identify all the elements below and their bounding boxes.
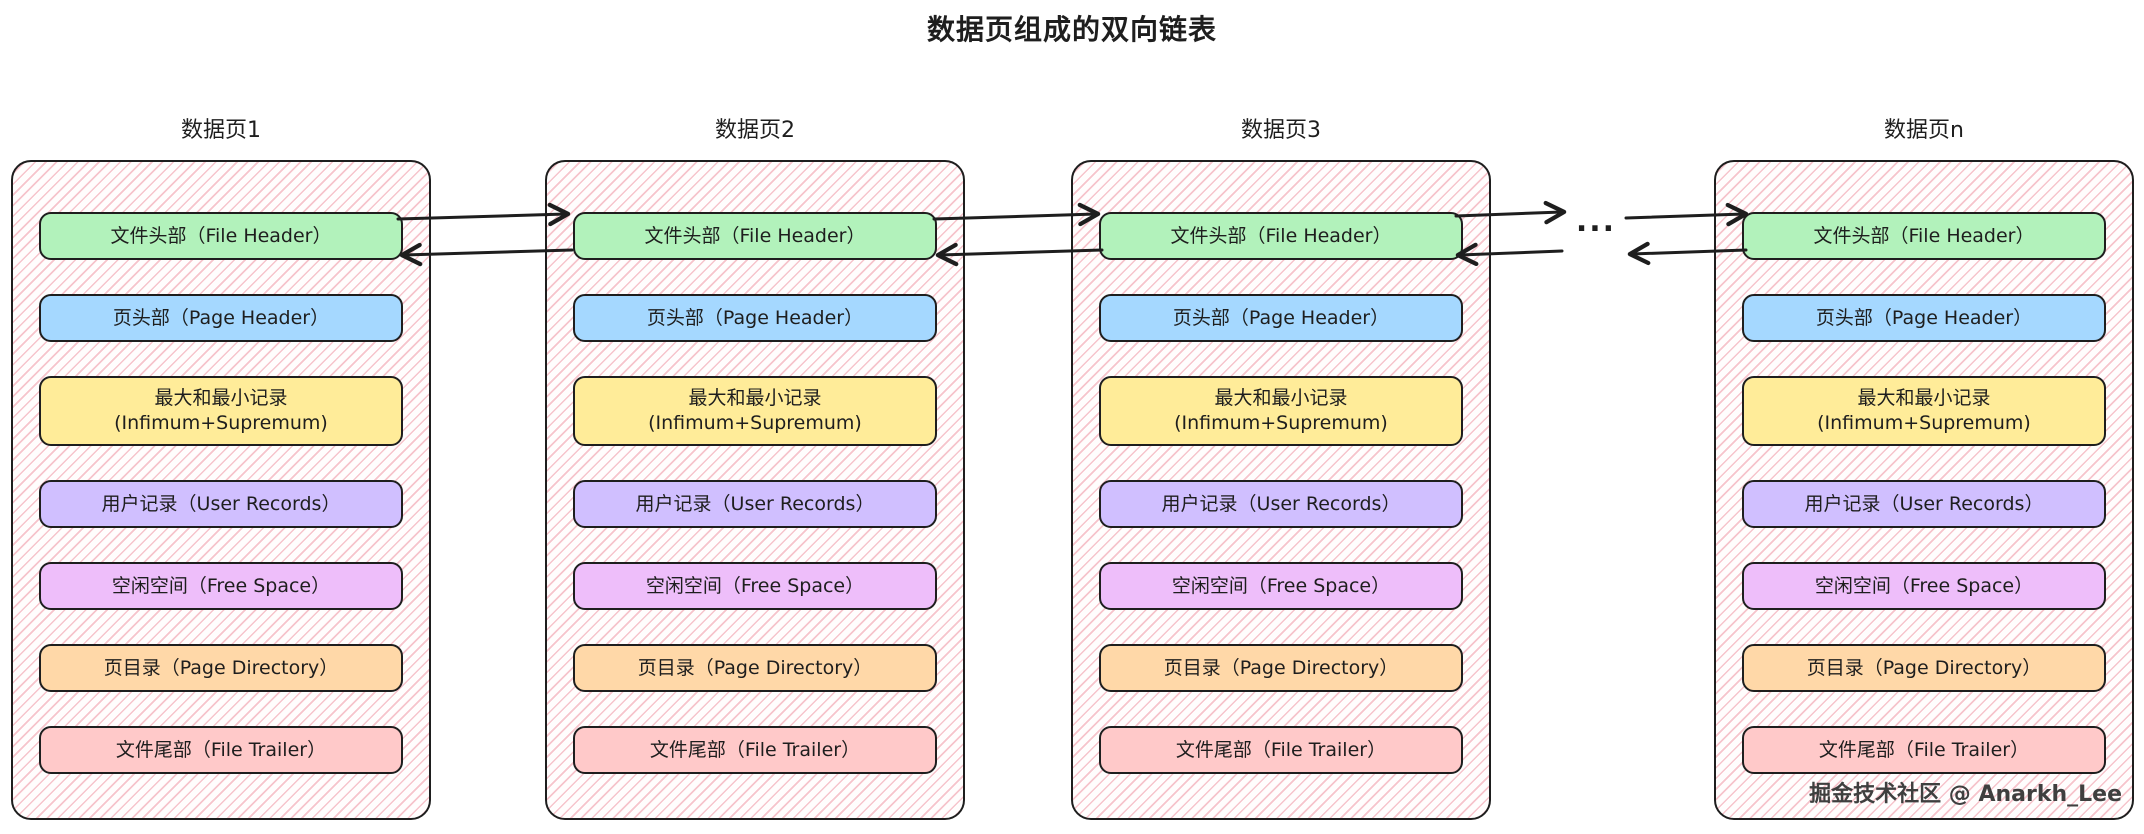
block-page-header: 页头部（Page Header）: [1099, 294, 1463, 342]
block-user-records: 用户记录（User Records）: [573, 480, 937, 528]
block-file-trailer: 文件尾部（File Trailer）: [573, 726, 937, 774]
block-user-records: 用户记录（User Records）: [39, 480, 403, 528]
page-box-n: 文件头部（File Header） 页头部（Page Header） 最大和最小…: [1714, 160, 2134, 820]
block-file-header: 文件头部（File Header）: [573, 212, 937, 260]
block-page-header: 页头部（Page Header）: [1742, 294, 2106, 342]
block-file-header: 文件头部（File Header）: [1742, 212, 2106, 260]
block-page-directory: 页目录（Page Directory）: [573, 644, 937, 692]
block-page-directory: 页目录（Page Directory）: [39, 644, 403, 692]
block-free-space: 空闲空间（Free Space）: [39, 562, 403, 610]
block-file-header: 文件头部（File Header）: [1099, 212, 1463, 260]
block-file-trailer: 文件尾部（File Trailer）: [1742, 726, 2106, 774]
block-file-trailer: 文件尾部（File Trailer）: [1099, 726, 1463, 774]
diagram-title: 数据页组成的双向链表: [926, 13, 1217, 46]
block-free-space: 空闲空间（Free Space）: [1099, 562, 1463, 610]
block-file-header: 文件头部（File Header）: [39, 212, 403, 260]
block-page-header: 页头部（Page Header）: [573, 294, 937, 342]
block-infimum-supremum: 最大和最小记录 (Infimum+Supremum): [1742, 376, 2106, 446]
block-page-directory: 页目录（Page Directory）: [1742, 644, 2106, 692]
block-free-space: 空闲空间（Free Space）: [1742, 562, 2106, 610]
page-box-3: 文件头部（File Header） 页头部（Page Header） 最大和最小…: [1071, 160, 1491, 820]
page-label-n: 数据页n: [1884, 118, 1964, 143]
page-box-2: 文件头部（File Header） 页头部（Page Header） 最大和最小…: [545, 160, 965, 820]
page-label-3: 数据页3: [1241, 118, 1321, 143]
block-infimum-supremum: 最大和最小记录 (Infimum+Supremum): [1099, 376, 1463, 446]
ellipsis-more-pages: ...: [1575, 204, 1617, 239]
page-box-1: 文件头部（File Header） 页头部（Page Header） 最大和最小…: [11, 160, 431, 820]
block-infimum-supremum: 最大和最小记录 (Infimum+Supremum): [573, 376, 937, 446]
block-user-records: 用户记录（User Records）: [1099, 480, 1463, 528]
page-label-1: 数据页1: [181, 118, 261, 143]
page-label-2: 数据页2: [715, 118, 795, 143]
block-page-header: 页头部（Page Header）: [39, 294, 403, 342]
block-user-records: 用户记录（User Records）: [1742, 480, 2106, 528]
block-free-space: 空闲空间（Free Space）: [573, 562, 937, 610]
watermark: 掘金技术社区 @ Anarkh_Lee: [1809, 782, 2122, 807]
block-file-trailer: 文件尾部（File Trailer）: [39, 726, 403, 774]
block-page-directory: 页目录（Page Directory）: [1099, 644, 1463, 692]
block-infimum-supremum: 最大和最小记录 (Infimum+Supremum): [39, 376, 403, 446]
